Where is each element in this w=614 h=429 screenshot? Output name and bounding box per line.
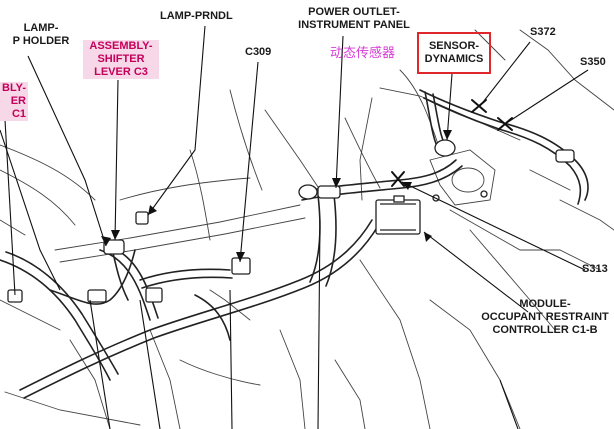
c309-connector <box>231 257 251 275</box>
sensor-dynamics-label-line2: DYNAMICS <box>424 53 484 65</box>
lamp-holder-label: LAMP- P HOLDER <box>6 22 76 48</box>
s350-label: S350 <box>580 56 606 68</box>
power-outlet-label: POWER OUTLET- INSTRUMENT PANEL <box>290 6 418 32</box>
assembly-left-label-line1: BLY- <box>2 82 27 94</box>
sensor-dynamics-shape <box>434 139 456 157</box>
chinese-caption: 动态传感器 <box>330 46 396 61</box>
lamp-holder-label-line2: P HOLDER <box>12 35 70 47</box>
power-outlet-label-line2: INSTRUMENT PANEL <box>298 19 410 31</box>
power-outlet-label-line1: POWER OUTLET- <box>308 6 400 18</box>
assembly-shifter-lever-c3-label: ASSEMBLY- SHIFTER LEVER C3 <box>83 40 159 79</box>
sensor-highlight-box <box>417 32 491 74</box>
assembly-left-label-line2: ER <box>10 95 26 107</box>
module-label-line1: MODULE- <box>519 298 571 310</box>
lamp-holder-label-line1: LAMP- <box>23 22 59 34</box>
module-label-line2: OCCUPANT RESTRAINT <box>481 311 609 323</box>
s372-label: S372 <box>530 26 556 38</box>
lamp-prndl-label: LAMP-PRNDL <box>160 10 233 22</box>
sensor-dynamics-label: SENSOR- DYNAMICS <box>419 40 489 66</box>
leader-lines <box>0 25 589 429</box>
arrowheads <box>101 130 452 262</box>
module-label-line3: CONTROLLER C1-B <box>492 324 598 336</box>
body-structure <box>0 29 614 429</box>
assembly-shifter-label-line1: ASSEMBLY- <box>89 40 153 52</box>
assembly-left-cut-label: BLY- ER C1 <box>0 82 28 121</box>
power-outlet-connector <box>317 185 341 199</box>
module-occupant-restraint-label: MODULE- OCCUPANT RESTRAINT CONTROLLER C1… <box>476 298 614 337</box>
assembly-shifter-label-line2: SHIFTER <box>97 53 145 65</box>
s313-label: S313 <box>582 263 608 275</box>
assembly-shifter-label-line3: LEVER C3 <box>94 66 148 78</box>
c309-label: C309 <box>245 46 272 58</box>
lamp-prndl-connector <box>135 211 149 225</box>
splice-s313 <box>391 171 405 187</box>
occupant-restraint-module-shape <box>375 199 421 235</box>
assembly-left-label-line3: C1 <box>11 108 26 120</box>
sensor-dynamics-label-line1: SENSOR- <box>428 40 480 52</box>
shifter-lever-c3-connector <box>103 239 125 255</box>
wire-harness <box>0 89 589 399</box>
